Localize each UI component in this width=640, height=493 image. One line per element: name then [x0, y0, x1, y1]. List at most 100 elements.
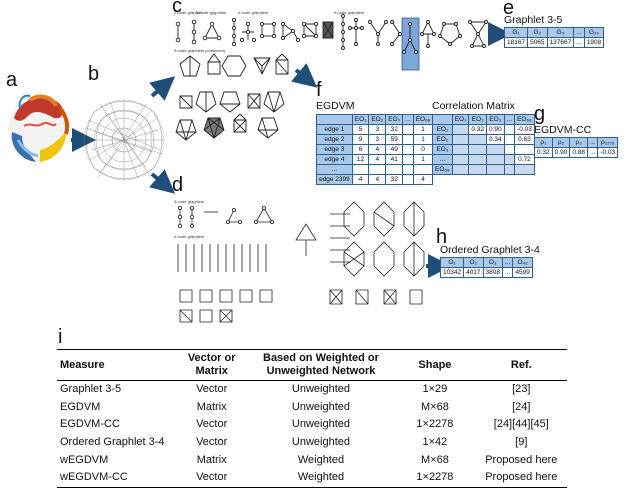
table-h-header: O₄₂ — [512, 257, 533, 268]
cell — [451, 134, 470, 145]
table-g-value: 0.32 — [534, 147, 553, 158]
row-label: edge 2399 — [316, 174, 353, 185]
caption-ordered-graphlet-3-4: Ordered Graphlet 3-4 — [440, 244, 540, 256]
row-label: EO₂ — [432, 134, 453, 145]
header-ref: Ref. — [475, 349, 567, 381]
corr-header: EO₃ — [485, 114, 505, 125]
cell — [402, 124, 414, 135]
cell: 6 — [351, 144, 370, 155]
row-label: ... — [316, 164, 353, 175]
table-e-value: 5065 — [527, 37, 548, 48]
table-g-value: 0.90 — [551, 147, 571, 158]
cell-type: Vector — [196, 418, 228, 431]
cell — [503, 134, 516, 145]
label-d-4node: 4-node graphlets — [174, 234, 204, 239]
table-f-header: ... — [402, 114, 414, 125]
table-f-header: EO₂ — [368, 114, 387, 125]
header-vector-or-matrix: Vector or Matrix — [175, 349, 248, 381]
table-h-value: 10342 — [439, 267, 465, 278]
cell — [368, 164, 387, 175]
row-label: edge 3 — [316, 144, 353, 155]
panel-label-c: c — [172, 0, 182, 17]
cell — [485, 144, 505, 155]
cell — [451, 144, 470, 155]
table-row: Ordered Graphlet 3-4 Vector Unweighted 1… — [57, 434, 567, 452]
table-h-header: O₁ — [439, 257, 465, 268]
figure-graphics: 2-node graphlet 3-node graphlets 4-node … — [8, 10, 542, 323]
cell: 0.32 — [468, 124, 487, 135]
row-label: edge 4 — [316, 154, 353, 165]
table-e-value: 1908 — [583, 37, 605, 48]
cell — [503, 144, 516, 155]
header-measure: Measure — [57, 349, 176, 381]
cell-shape: M×68 — [421, 453, 449, 466]
graphlets-5-node-continued — [175, 20, 488, 141]
cell — [468, 154, 487, 165]
cell-shape: 1×2278 — [416, 418, 454, 431]
cell-measure: wEGDVM-CC — [57, 468, 176, 488]
cell-ref: Proposed here — [475, 468, 567, 488]
cell — [468, 144, 487, 155]
corr-header: EO₁ — [451, 114, 470, 125]
ordered-graphlets-3-to-4-node — [177, 201, 425, 323]
table-row: ... 0.72 — [432, 154, 535, 165]
cell: 4 — [368, 154, 387, 165]
table-g-value: ... — [586, 147, 599, 158]
cell-shape: 1×29 — [422, 383, 448, 396]
cell: 41 — [385, 154, 404, 165]
protein-structure-image — [8, 94, 70, 162]
cell: 3 — [368, 134, 387, 145]
table-e-header: G₃ — [546, 27, 575, 38]
cell: 4 — [351, 174, 370, 185]
table-h-value: ... — [501, 267, 514, 278]
table-g-header: ρ₁ — [534, 137, 553, 148]
table-h-header: ... — [501, 257, 514, 268]
cell: 0.72 — [514, 154, 535, 165]
cell: -0.03 — [514, 124, 535, 135]
cell: 1 — [412, 134, 434, 145]
table-g-header: ρ₃ — [569, 137, 588, 148]
table-f-header: EO₁ — [351, 114, 370, 125]
caption-correlation-matrix: Correlation Matrix — [432, 100, 515, 112]
cell-shape: 1×42 — [422, 436, 448, 449]
cell — [402, 134, 414, 145]
row-label: edge 2 — [316, 134, 353, 145]
row-label: EO₃ — [432, 144, 453, 155]
cell — [485, 164, 505, 175]
cell — [503, 124, 516, 135]
cell: 32 — [385, 174, 404, 185]
header-shape: Shape — [394, 349, 476, 381]
header-based-on: Based on Weighted or Unweighted Network — [247, 349, 395, 381]
cell — [468, 134, 487, 145]
cell — [468, 164, 487, 175]
table-g-value: 0.88 — [569, 147, 588, 158]
cell-shape: M×68 — [421, 400, 449, 413]
cell-network: Weighted — [297, 453, 345, 466]
cell-ref: [24] — [512, 400, 531, 413]
table-row: EGDVM-CC Vector Unweighted 1×2278 [24][4… — [57, 416, 567, 434]
panel-label-g: g — [534, 103, 546, 125]
cell-type: Vector — [175, 468, 248, 488]
measures-comparison-table: Measure Vector or Matrix Based on Weight… — [57, 349, 567, 488]
cell: 4 — [368, 174, 387, 185]
caption-egdvm-cc: EGDVM-CC — [534, 124, 592, 136]
cell — [451, 154, 470, 165]
row-label: ... — [432, 154, 453, 165]
label-d-3node: 3-node graphlets — [174, 199, 204, 204]
label-c-3node: 3-node graphlets — [196, 10, 226, 15]
cell: 9 — [351, 134, 370, 145]
cell-type: Matrix — [196, 400, 227, 413]
table-e-header: G₁ — [503, 27, 529, 38]
cell: 32 — [385, 124, 404, 135]
cell: 12 — [351, 154, 370, 165]
label-c-5node: 5-node graphlets — [334, 10, 364, 15]
cell: 3 — [368, 124, 387, 135]
cell — [402, 144, 414, 155]
cell — [385, 164, 404, 175]
panel-label-b: b — [88, 63, 100, 85]
panel-label-f: f — [316, 79, 322, 101]
